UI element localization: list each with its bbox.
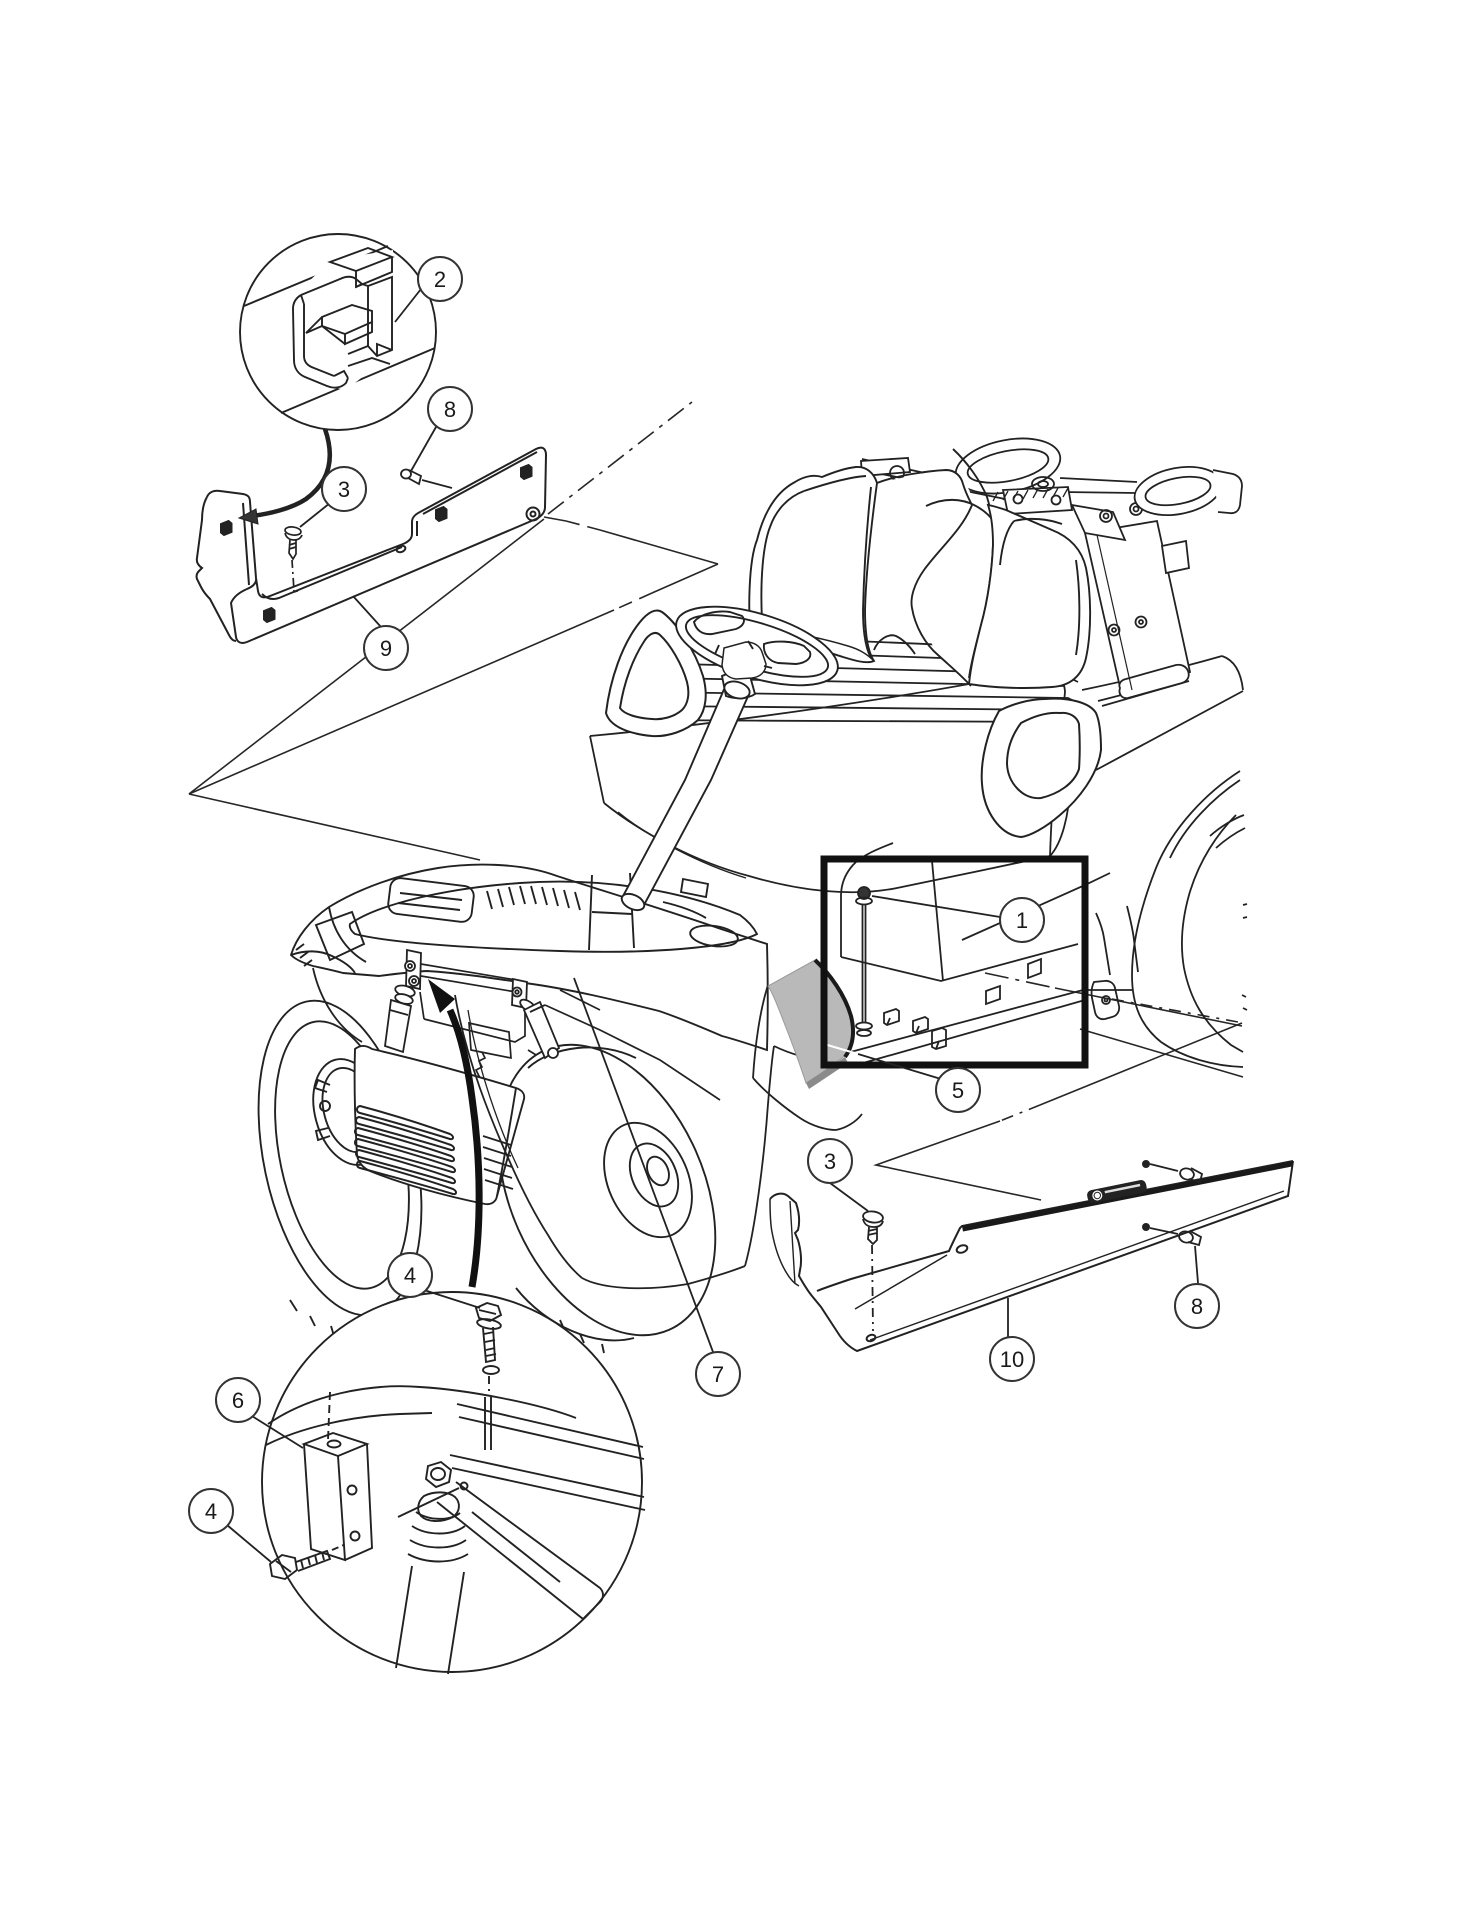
svg-text:7: 7 bbox=[712, 1362, 724, 1387]
svg-text:9: 9 bbox=[380, 636, 392, 661]
svg-text:2: 2 bbox=[434, 267, 446, 292]
svg-text:8: 8 bbox=[1191, 1294, 1203, 1319]
svg-text:3: 3 bbox=[338, 477, 350, 502]
svg-text:3: 3 bbox=[824, 1149, 836, 1174]
svg-text:10: 10 bbox=[1000, 1347, 1024, 1372]
svg-text:5: 5 bbox=[952, 1078, 964, 1103]
svg-text:8: 8 bbox=[444, 397, 456, 422]
svg-text:6: 6 bbox=[232, 1388, 244, 1413]
svg-text:1: 1 bbox=[1016, 908, 1028, 933]
svg-text:4: 4 bbox=[205, 1499, 217, 1524]
svg-text:4: 4 bbox=[404, 1263, 416, 1288]
